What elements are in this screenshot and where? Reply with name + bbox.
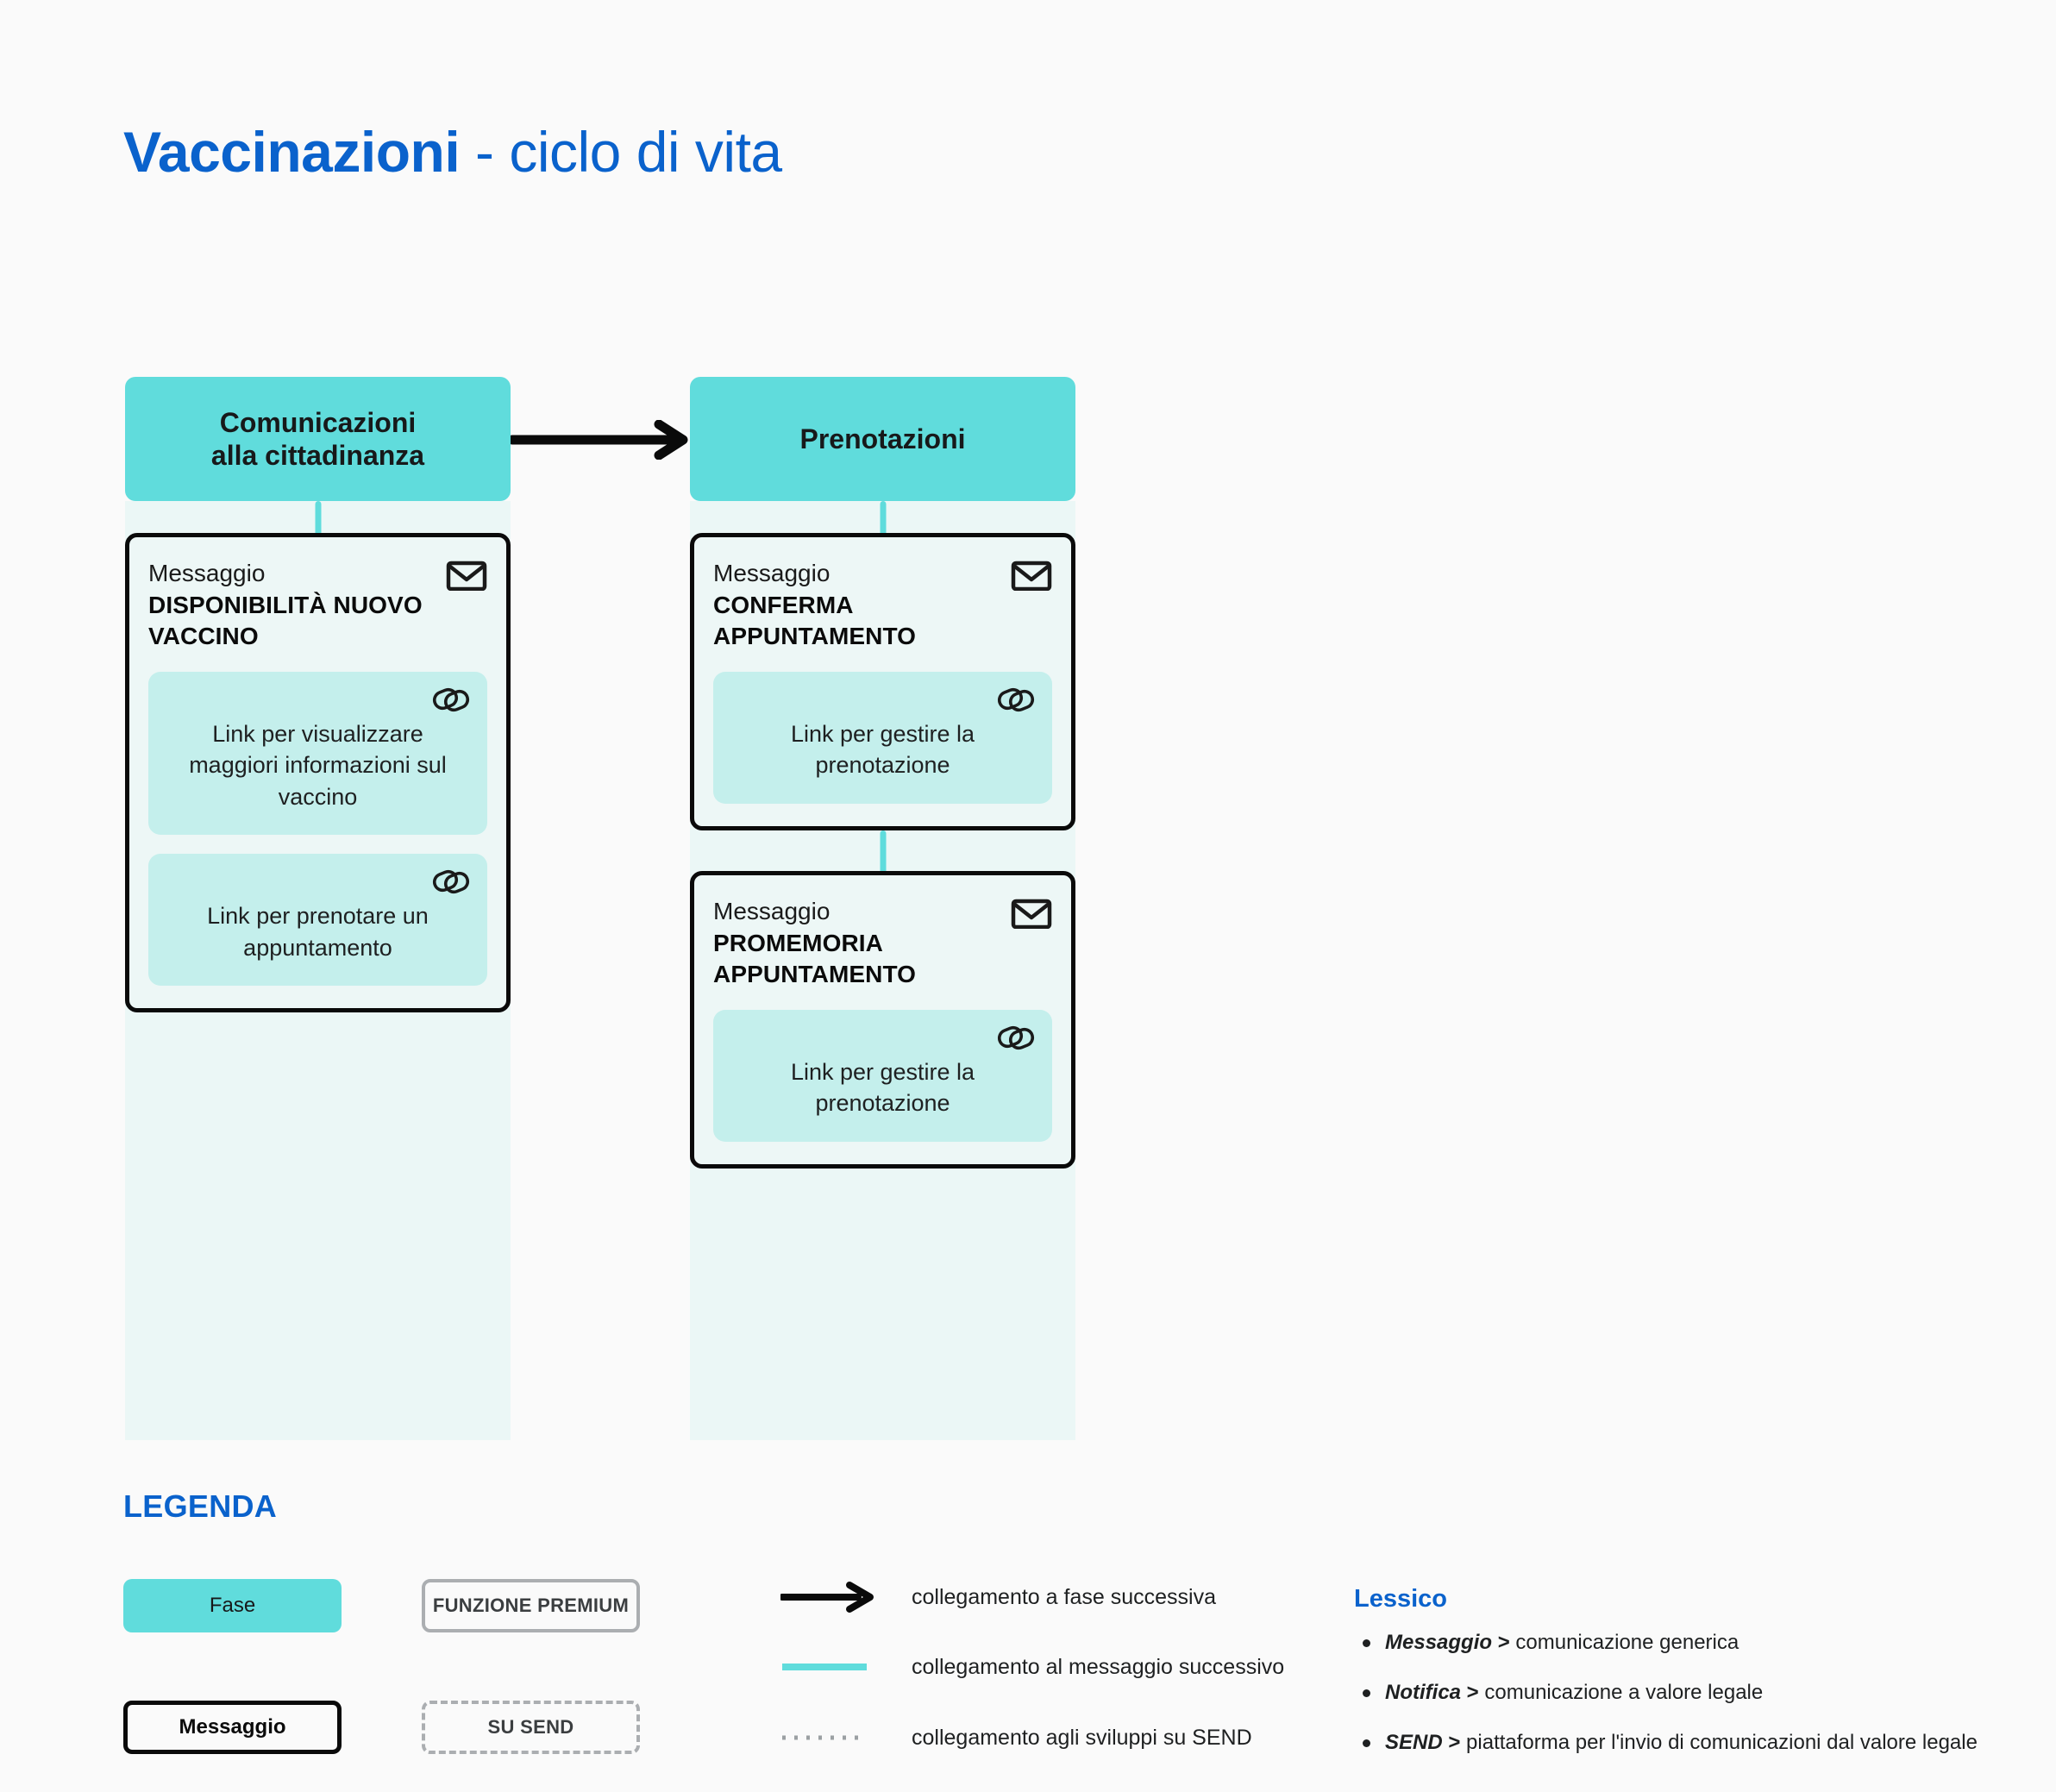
bullet-icon (1363, 1739, 1370, 1748)
legend-connection-message-label: collegamento al messaggio successivo (912, 1654, 1285, 1679)
lessico-definition: piattaforma per l'invio di comunicazioni… (1466, 1731, 1978, 1755)
envelope-icon (446, 560, 487, 592)
legend-swatch-fase-label: Fase (209, 1594, 256, 1617)
message-title: CONFERMA APPUNTAMENTO (713, 592, 917, 650)
phase-header-label: Prenotazioni (799, 423, 966, 454)
envelope-icon (1011, 898, 1052, 930)
message-title: DISPONIBILITÀ NUOVO VACCINO (148, 592, 423, 650)
message-connector-line (880, 501, 886, 536)
page-title: Vaccinazioni - ciclo di vita (123, 121, 782, 184)
legend-title: LEGENDA (123, 1488, 278, 1524)
lessico-item: Messaggio > comunicazione generica (1354, 1629, 2035, 1656)
arrow-right-icon (511, 420, 688, 460)
lessico-item: Notifica > comunicazione a valore legale (1354, 1679, 2035, 1706)
message-connector-line (315, 501, 321, 536)
envelope-icon (1011, 560, 1052, 592)
message-link-card[interactable]: Link per visualizzare maggiori informazi… (148, 671, 487, 836)
message-link-card[interactable]: Link per gestire la prenotazione (713, 671, 1052, 804)
message-link-card[interactable]: Link per prenotare un appuntamento (148, 854, 487, 986)
lessico-section: Lessico Messaggio > comunicazione generi… (1354, 1585, 2035, 1780)
lessico-separator: > (1461, 1681, 1485, 1705)
lessico-term: Notifica (1385, 1681, 1462, 1705)
phase-header[interactable]: Prenotazioni (690, 377, 1075, 501)
chain-link-icon (997, 1024, 1035, 1051)
legend-swatch-messaggio-label: Messaggio (179, 1715, 286, 1739)
page-title-strong: Vaccinazioni (123, 120, 461, 185)
lessico-item: SEND > piattaforma per l'invio di comuni… (1354, 1729, 2035, 1756)
chain-link-icon (432, 686, 470, 713)
legend-swatch-funzione-premium-label: FUNZIONE PREMIUM (432, 1595, 630, 1616)
message-connector-line (880, 830, 886, 874)
chain-link-icon (997, 686, 1035, 713)
message-title: PROMEMORIA APPUNTAMENTO (713, 930, 917, 988)
legend-connection-phase-label: collegamento a fase successiva (912, 1584, 1216, 1609)
lessico-term: SEND (1385, 1731, 1443, 1755)
lessico-separator: > (1492, 1631, 1516, 1654)
page-title-light: - ciclo di vita (460, 120, 782, 185)
legend-connection-send-label: collegamento agli sviluppi su SEND (912, 1725, 1252, 1750)
bullet-icon (1363, 1689, 1370, 1698)
legend-connection-phase: collegamento a fase successiva (780, 1580, 1216, 1614)
turquoise-line-icon (782, 1664, 867, 1670)
arrow-right-icon (780, 1582, 874, 1613)
bullet-icon (1363, 1639, 1370, 1647)
legend-swatch-funzione-premium: FUNZIONE PREMIUM (422, 1579, 640, 1632)
legend-swatch-messaggio: Messaggio (123, 1701, 342, 1754)
lessico-separator: > (1442, 1731, 1467, 1755)
message-link-label: Link per gestire la prenotazione (790, 1058, 975, 1117)
lessico-term: Messaggio (1385, 1631, 1493, 1654)
message-link-label: Link per visualizzare maggiori informazi… (189, 720, 447, 810)
message-link-card[interactable]: Link per gestire la prenotazione (713, 1009, 1052, 1142)
message-link-label: Link per prenotare un appuntamento (207, 903, 429, 961)
legend-connection-message: collegamento al messaggio successivo (780, 1650, 1284, 1684)
message-kind-label: Messaggio (713, 560, 831, 586)
message-kind-label: Messaggio (148, 560, 266, 586)
legend-connection-send: collegamento agli sviluppi su SEND (780, 1720, 1252, 1755)
lessico-definition: comunicazione a valore legale (1484, 1681, 1764, 1705)
message-link-label: Link per gestire la prenotazione (790, 720, 975, 779)
legend-swatch-su-send: SU SEND (422, 1701, 640, 1754)
dotted-line-icon (782, 1735, 867, 1740)
lessico-title: Lessico (1354, 1585, 1447, 1613)
lessico-definition: comunicazione generica (1515, 1631, 1739, 1654)
message-kind-label: Messaggio (713, 898, 831, 924)
legend-swatch-su-send-label: SU SEND (487, 1716, 574, 1738)
legend-swatch-fase: Fase (123, 1579, 342, 1632)
chain-link-icon (432, 868, 470, 895)
